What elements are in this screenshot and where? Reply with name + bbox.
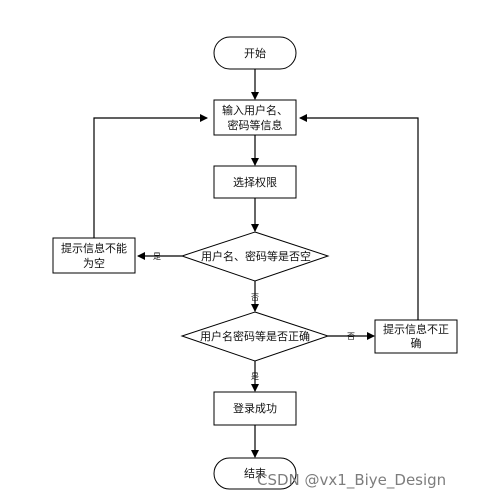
node-wrong-msg-line1: 提示信息不正 xyxy=(383,322,449,336)
terminator-end-shape xyxy=(213,457,297,490)
edge-empty-msg-loop xyxy=(93,114,208,238)
node-wrong-msg-line2: 确 xyxy=(411,337,422,350)
process-input-shape xyxy=(213,99,297,136)
node-select-role: 选择权限 xyxy=(213,165,297,199)
node-check-correct-label: 用户名密码等是否正确 xyxy=(200,329,310,343)
node-wrong-message: 提示信息不正 确 xyxy=(374,319,458,354)
node-input-label-line1: 输入用户名、 xyxy=(222,103,288,117)
watermark-text: CSDN @vx1_Biye_Design xyxy=(257,471,446,490)
node-empty-message: 提示信息不能 为空 xyxy=(52,237,136,274)
node-select-label: 选择权限 xyxy=(233,175,277,189)
node-login-success: 登录成功 xyxy=(213,391,297,426)
process-success-shape xyxy=(213,391,297,426)
node-check-empty-label: 用户名、密码等是否空 xyxy=(201,249,311,263)
decision-correct-shape xyxy=(180,311,330,362)
terminator-start-shape xyxy=(213,36,297,70)
node-end: 结束 xyxy=(213,457,297,490)
node-input-label-line2: 密码等信息 xyxy=(228,118,283,132)
node-empty-msg-line2: 为空 xyxy=(83,256,105,270)
node-start-label: 开始 xyxy=(244,46,266,60)
process-empty-msg-shape xyxy=(52,237,136,274)
edge-label-empty-no: 否 xyxy=(251,293,259,302)
node-check-correct: 用户名密码等是否正确 xyxy=(180,311,330,362)
node-input-credentials: 输入用户名、 密码等信息 xyxy=(213,99,297,136)
node-start: 开始 xyxy=(213,36,297,70)
edge-labels: 是 否 否 是 xyxy=(153,252,355,381)
node-check-empty: 用户名、密码等是否空 xyxy=(180,231,330,282)
node-empty-msg-line1: 提示信息不能 xyxy=(61,241,127,255)
process-wrong-msg-shape xyxy=(374,319,458,354)
node-login-success-label: 登录成功 xyxy=(233,401,277,415)
edge-label-correct-no: 否 xyxy=(347,332,355,341)
node-end-label: 结束 xyxy=(244,467,266,480)
decision-empty-shape xyxy=(180,231,330,282)
edge-wrong-msg-loop xyxy=(299,114,419,320)
process-select-shape xyxy=(213,165,297,199)
edges xyxy=(93,69,419,458)
edge-label-empty-yes: 是 xyxy=(153,252,161,261)
edge-label-correct-yes: 是 xyxy=(251,372,259,381)
